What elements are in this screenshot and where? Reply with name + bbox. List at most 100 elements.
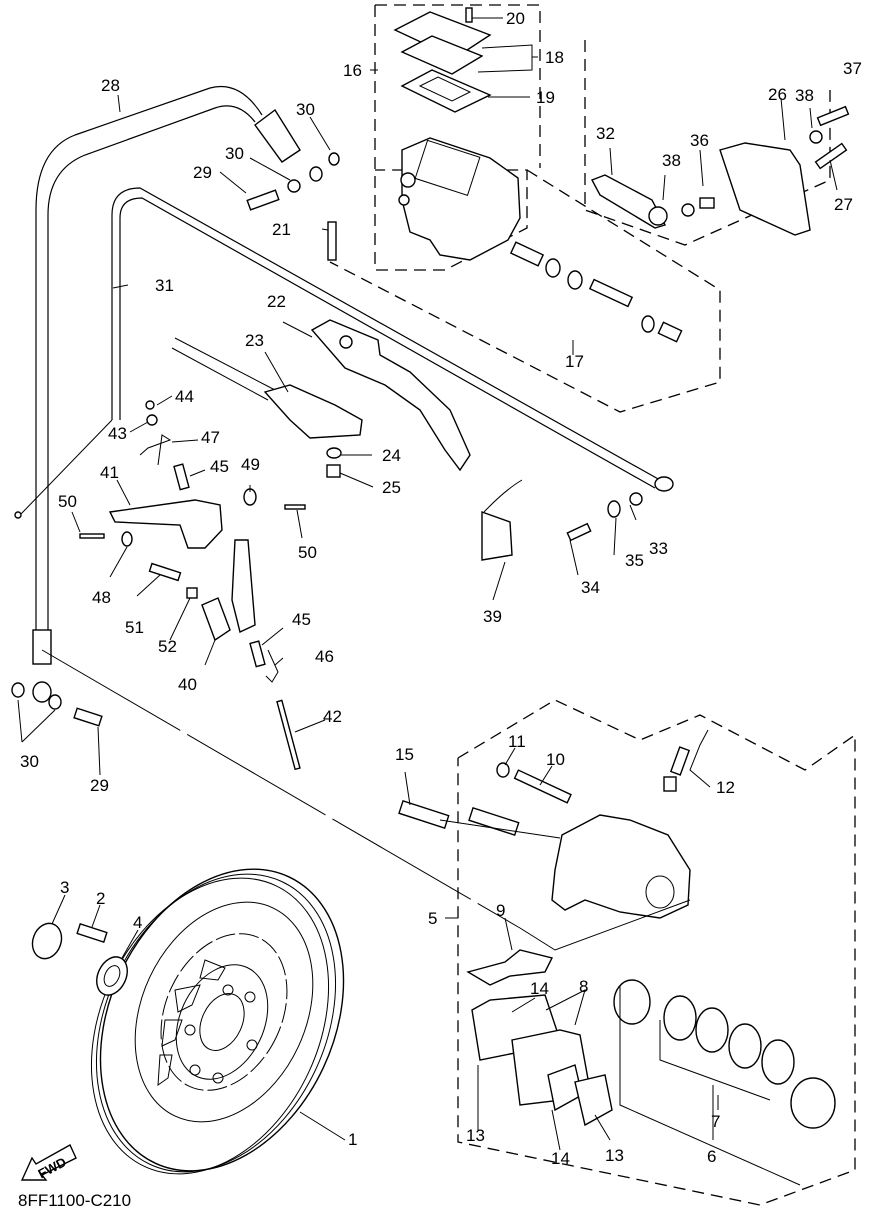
callout-32: 32 (596, 124, 615, 143)
callout-6: 6 (707, 1147, 716, 1166)
diaphragm (400, 69, 492, 113)
callout-30a: 30 (225, 144, 244, 163)
callout-13a: 13 (466, 1126, 485, 1145)
shim-13 (574, 1074, 613, 1127)
callout-4: 4 (133, 913, 142, 932)
callout-29a: 29 (193, 163, 212, 182)
callout-34: 34 (581, 578, 600, 597)
callout-25: 25 (382, 478, 401, 497)
cable-eye-end (654, 476, 674, 492)
callout-22: 22 (267, 292, 286, 311)
callout-44: 44 (175, 387, 194, 406)
callout-24: 24 (382, 446, 401, 465)
fwd-arrow-icon: FWD (20, 1144, 77, 1181)
pad-spring (466, 949, 554, 986)
callout-39: 39 (483, 607, 502, 626)
caution-plate (481, 511, 513, 561)
brake-lever (310, 319, 471, 472)
callout-labels: 1 2 3 4 5 6 7 8 9 10 11 12 13 13 14 14 1… (20, 9, 862, 1168)
callout-38a: 38 (662, 151, 681, 170)
callout-49: 49 (241, 455, 260, 474)
callout-50a: 50 (58, 492, 77, 511)
hose-banjo-lower (32, 681, 52, 703)
group-box-caliper (457, 699, 856, 1206)
rod-joint (201, 597, 231, 642)
caliper-body (551, 814, 691, 919)
callout-15: 15 (395, 745, 414, 764)
callout-47: 47 (201, 428, 220, 447)
callout-29b: 29 (90, 776, 109, 795)
brake-disc (90, 868, 345, 1175)
callout-27: 27 (834, 195, 853, 214)
callout-42: 42 (323, 707, 342, 726)
adjusting-rod (276, 699, 301, 771)
callout-51: 51 (125, 618, 144, 637)
callout-52: 52 (158, 637, 177, 656)
pivot-bolt (327, 221, 337, 261)
cap-screw (465, 7, 473, 23)
callout-31: 31 (155, 276, 174, 295)
union-bolt (246, 189, 280, 211)
bleed-screw (669, 746, 691, 776)
callout-8: 8 (579, 977, 588, 996)
pedal-bracket (719, 142, 811, 236)
callout-14a: 14 (530, 979, 549, 998)
spring-46 (265, 649, 279, 683)
lever-holder (263, 384, 363, 439)
key (76, 923, 108, 943)
callout-43: 43 (108, 424, 127, 443)
callout-30c: 30 (20, 752, 39, 771)
callout-9: 9 (496, 901, 505, 920)
callout-36: 36 (690, 131, 709, 150)
callout-1: 1 (348, 1130, 357, 1149)
callout-12: 12 (716, 778, 735, 797)
callout-45a: 45 (210, 457, 229, 476)
callout-21: 21 (272, 220, 291, 239)
group-box-pedal-bracket (584, 40, 831, 246)
circlip (31, 922, 63, 960)
callout-37: 37 (843, 59, 862, 78)
brake-pedal (591, 174, 667, 229)
callout-11: 11 (508, 732, 526, 751)
callout-17: 17 (565, 352, 584, 371)
lever-link (231, 539, 256, 633)
callout-14b: 14 (551, 1149, 570, 1168)
callout-45b: 45 (292, 610, 311, 629)
callout-2: 2 (96, 889, 105, 908)
callout-26: 26 (768, 85, 787, 104)
caliper-seal-kit (613, 979, 836, 1129)
cap-plate (400, 35, 484, 75)
callout-16: 16 (343, 61, 362, 80)
washer (96, 956, 128, 996)
callout-5: 5 (428, 909, 437, 928)
callout-46: 46 (315, 647, 334, 666)
callout-13b: 13 (605, 1146, 624, 1165)
callout-48: 48 (92, 588, 111, 607)
union-bolt-lower (73, 707, 103, 727)
pin-45a (173, 463, 190, 491)
callout-41: 41 (100, 463, 119, 482)
spring-47 (139, 434, 172, 466)
callout-33: 33 (649, 539, 668, 558)
leader-lines (17, 17, 838, 1151)
callout-23: 23 (245, 331, 264, 350)
nut (326, 464, 341, 478)
callout-40: 40 (178, 675, 197, 694)
callout-50b: 50 (298, 543, 317, 562)
callout-19: 19 (536, 88, 555, 107)
fwd-label: FWD (36, 1154, 69, 1181)
master-cylinder (401, 137, 521, 261)
callout-10: 10 (546, 750, 565, 769)
dust-cap (326, 447, 342, 459)
slide-pin-10 (513, 769, 572, 804)
brake-rod-cable (111, 187, 661, 481)
caliper-bolt-15 (398, 799, 450, 829)
group-box-cylinder-kit (329, 169, 721, 413)
drawing-code: 8FF1100-C210 (18, 1191, 131, 1209)
callout-30b: 30 (296, 100, 315, 119)
callout-18: 18 (545, 48, 564, 67)
callout-7: 7 (711, 1112, 720, 1131)
rod-lever-arm (108, 499, 223, 549)
callout-20: 20 (506, 9, 525, 28)
callout-38b: 38 (795, 86, 814, 105)
